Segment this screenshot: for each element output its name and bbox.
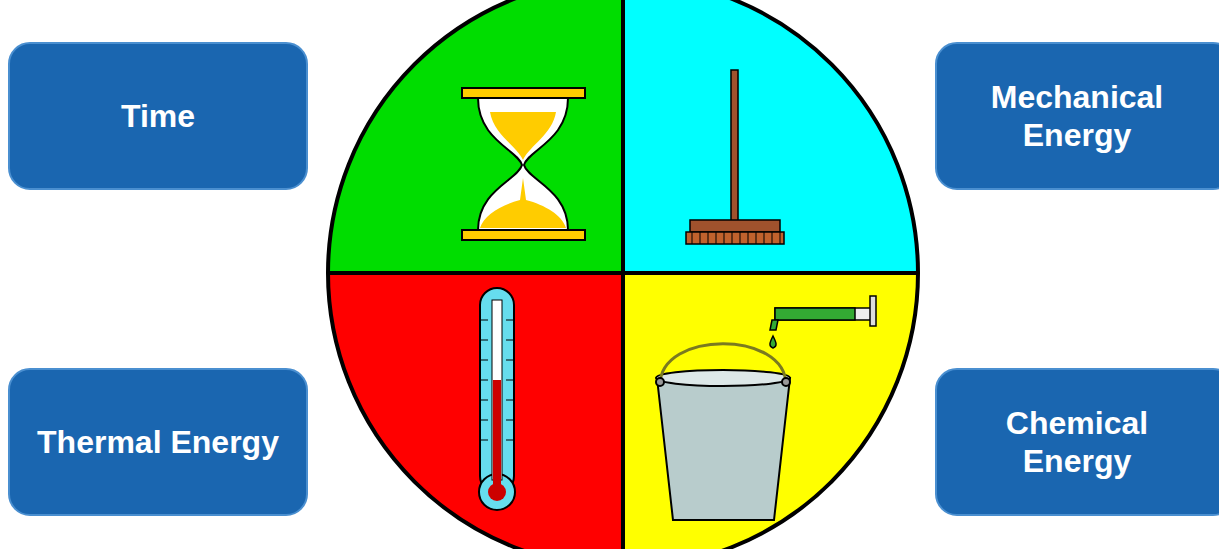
label-box: Mechanical Energy — [935, 42, 1219, 190]
box-label: Mechanical Energy — [937, 70, 1217, 163]
box-label: Thermal Energy — [23, 415, 293, 469]
hourglass-icon — [462, 88, 585, 240]
green-quadrant — [328, 0, 623, 273]
circle-quadrants — [328, 0, 918, 549]
pipette-icon — [770, 296, 876, 348]
thermometer-icon — [479, 288, 515, 510]
box-label: Chemical Energy — [937, 396, 1217, 489]
circle-outline — [328, 0, 918, 549]
broom-icon — [686, 70, 784, 244]
label-box: Thermal Energy — [8, 368, 308, 516]
label-box: Time — [8, 42, 308, 190]
cyan-quadrant — [623, 0, 918, 273]
bucket-icon — [656, 344, 790, 520]
box-label: Time — [107, 89, 209, 143]
divider-line — [328, 271, 918, 275]
yellow-quadrant — [623, 273, 918, 549]
label-box: Chemical Energy — [935, 368, 1219, 516]
red-quadrant — [328, 273, 623, 549]
